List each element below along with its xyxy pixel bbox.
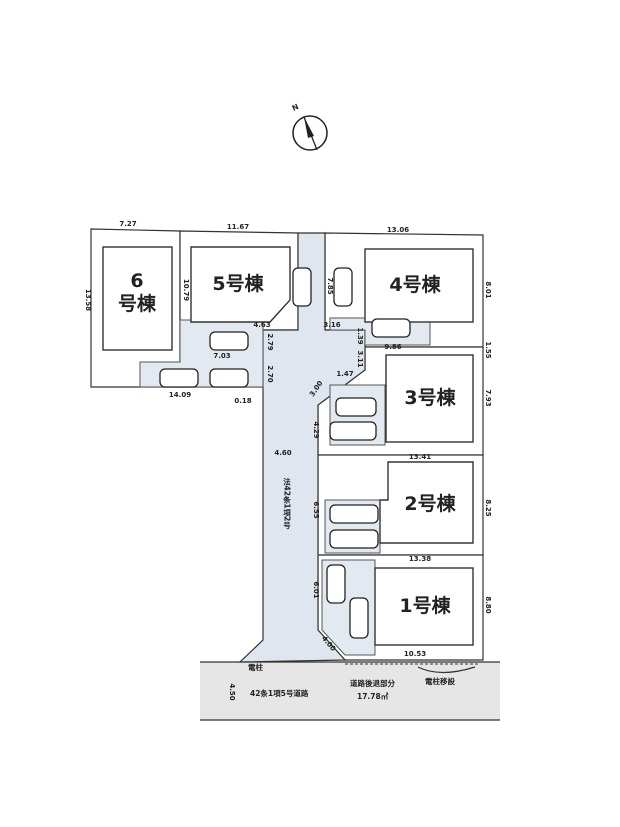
car-icon	[326, 564, 346, 604]
dimension-label: 7.93	[484, 389, 492, 406]
dimension-label: 8.80	[484, 596, 492, 613]
building-1-label: 1号棟	[399, 594, 451, 617]
dimension-label: 9.86	[384, 343, 401, 351]
building-5	[190, 246, 291, 323]
dimension-label: 3.16	[323, 321, 340, 329]
car-icon	[329, 421, 377, 441]
dimension-label: 8.25	[484, 499, 492, 516]
dimension-label: 7.85	[326, 277, 334, 294]
dimension-label: 6.55	[312, 501, 320, 518]
car-icon	[329, 504, 379, 524]
car-icon	[371, 318, 411, 338]
dimension-label: 8.01	[484, 281, 492, 298]
dimension-label: 2.79	[266, 333, 274, 350]
dimension-label: 11.67	[227, 223, 249, 231]
pole-relocation-label: 電柱移設	[425, 676, 455, 686]
dimension-label: 13.38	[409, 555, 431, 563]
compass-label: N	[291, 102, 300, 113]
dimension-label: 3.11	[356, 350, 364, 367]
dimension-label: 10.53	[404, 650, 426, 658]
car-icon	[349, 597, 369, 639]
parking-cars	[159, 267, 411, 639]
building-2-label: 2号棟	[404, 492, 456, 515]
dimension-label: 14.09	[169, 391, 191, 399]
dimension-label: 13.06	[387, 226, 409, 234]
public-road-label: 42条1項5号道路	[250, 688, 309, 698]
dimension-label: 1.55	[484, 341, 492, 358]
building-1	[374, 567, 474, 646]
dimension-label: 1.47	[336, 370, 353, 378]
setback-area: 17.78㎡	[357, 691, 389, 701]
dimension-label: 10.79	[182, 279, 190, 301]
dimension-label: 4.63	[253, 321, 270, 329]
dimension-label: 4.50	[228, 683, 236, 700]
dimension-label: 13.41	[409, 453, 431, 461]
building-4	[364, 248, 474, 323]
building-4-label: 4号棟	[389, 273, 441, 296]
building-2	[379, 461, 474, 544]
dimension-label: 1.39	[356, 327, 364, 344]
pole-label: 電柱	[248, 662, 263, 672]
car-icon	[209, 368, 249, 388]
dimension-label: 6.01	[312, 581, 320, 598]
private-road	[238, 232, 366, 663]
relocation-arrow-icon	[417, 666, 476, 674]
private-road-label: 法42条1項2号	[282, 477, 291, 530]
dimension-label: 0.18	[234, 397, 251, 405]
car-icon	[335, 397, 377, 417]
dimension-label: 2.70	[266, 365, 274, 382]
dimension-label: 13.58	[84, 289, 92, 311]
building-6-label-top: 6	[130, 270, 143, 292]
building-6-label-bottom: 号棟	[118, 292, 157, 315]
dimension-label: 7.27	[119, 220, 136, 228]
car-icon	[159, 368, 199, 388]
car-icon	[292, 267, 312, 307]
dimension-label: 4.60	[274, 449, 291, 457]
building-5-label: 5号棟	[212, 272, 264, 295]
dimension-label: 4.29	[312, 421, 320, 438]
car-icon	[329, 529, 379, 549]
building-3-label: 3号棟	[404, 386, 456, 409]
north-compass-icon: N	[291, 102, 328, 151]
car-icon	[333, 267, 353, 307]
public-road	[200, 662, 500, 720]
car-icon	[209, 331, 249, 351]
building-6	[102, 246, 173, 351]
building-3	[385, 354, 474, 443]
dimension-label: 7.03	[213, 352, 230, 360]
setback-label: 道路後退部分	[350, 678, 395, 688]
